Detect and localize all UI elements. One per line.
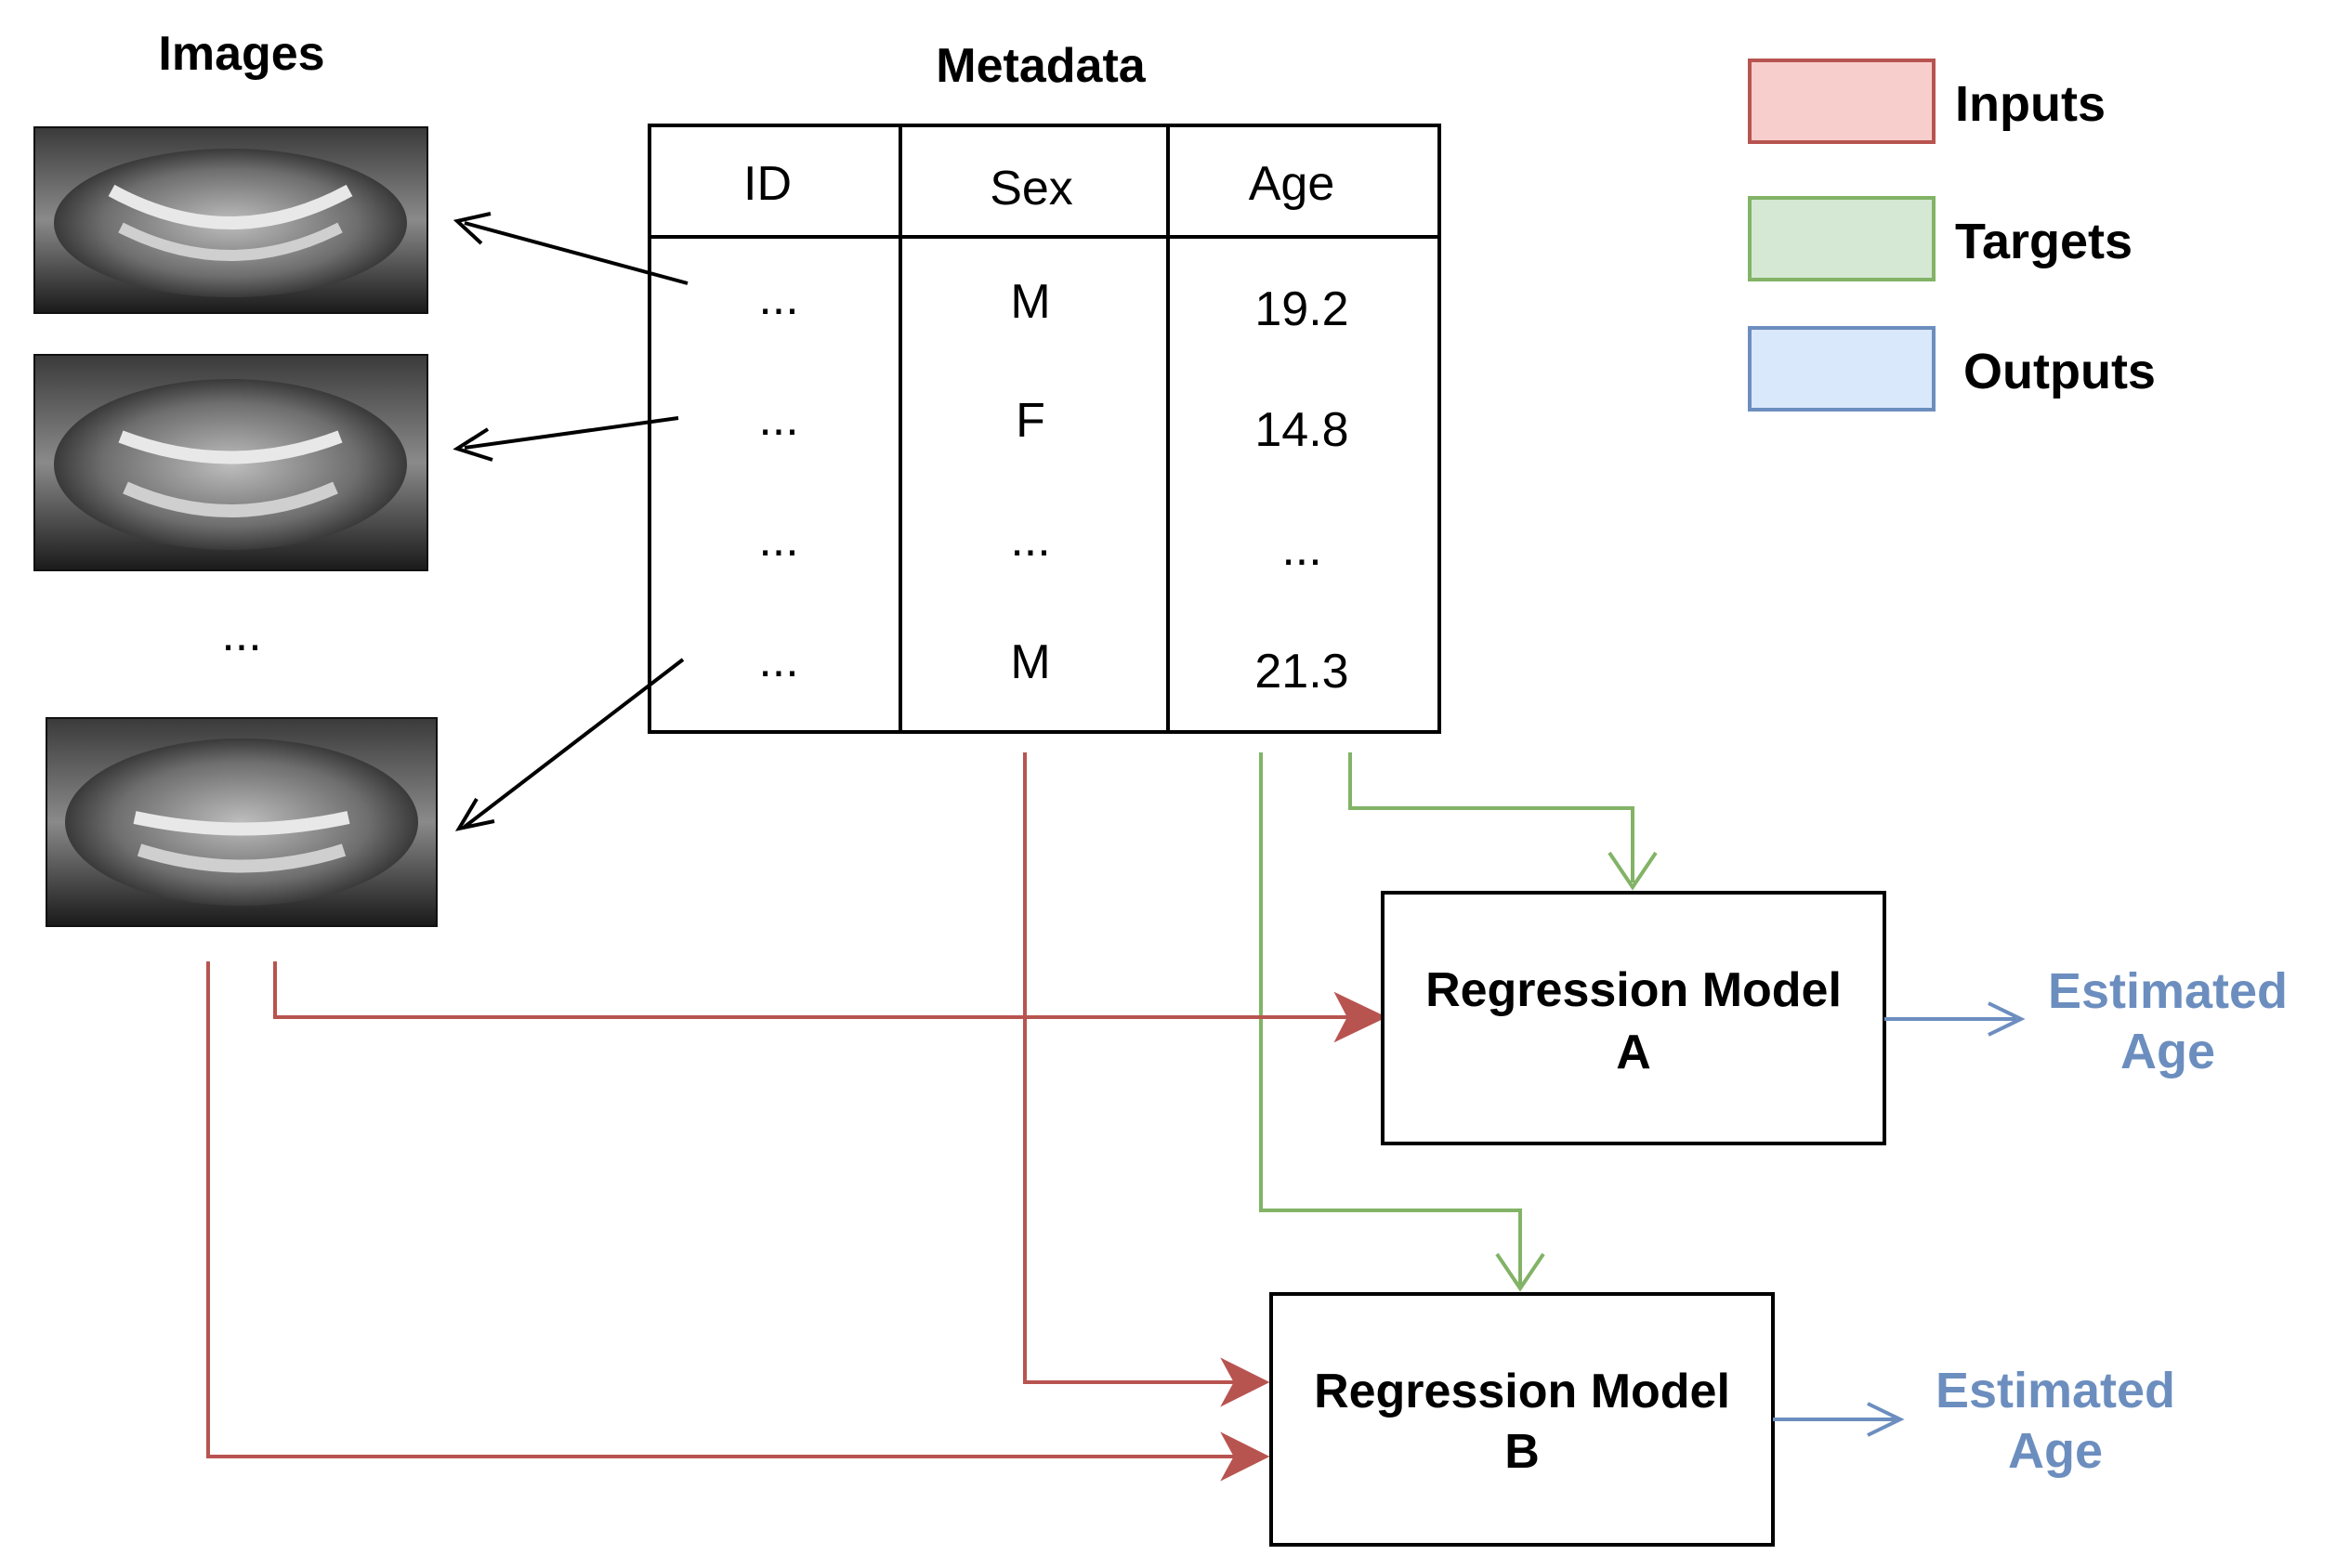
table-cell: ... — [1281, 522, 1321, 576]
legend-swatch-inputs — [1748, 59, 1936, 144]
regression-model-a-title: Regression Model — [1425, 963, 1842, 1017]
output-b-line1: Estimated — [1936, 1363, 2175, 1418]
metadata-table — [648, 124, 1441, 734]
regression-model-b-letter: B — [1504, 1425, 1540, 1479]
xray-image-3 — [46, 717, 438, 927]
target-connectors — [1259, 752, 1658, 1292]
table-cell: ... — [758, 392, 798, 446]
legend: Inputs Targets Outputs — [1748, 59, 2156, 412]
metadata-title: Metadata — [936, 39, 1146, 93]
table-cell: ... — [758, 513, 798, 567]
legend-swatch-outputs — [1748, 326, 1936, 412]
regression-model-a-box — [1381, 891, 1886, 1145]
legend-swatch-targets — [1748, 196, 1936, 281]
table-cell: ... — [758, 634, 798, 687]
xray-image-1 — [33, 126, 428, 314]
output-a-line1: Estimated — [2048, 963, 2288, 1019]
column-header-age: Age — [1249, 157, 1335, 211]
table-cell: 19.2 — [1254, 282, 1348, 336]
legend-label-inputs: Inputs — [1955, 76, 2106, 132]
id-to-image-arrows — [453, 212, 689, 831]
regression-model-a-letter: A — [1616, 1026, 1651, 1079]
regression-model-b-title: Regression Model — [1314, 1365, 1730, 1418]
images-ellipsis: ... — [221, 608, 261, 661]
table-cell: F — [1016, 394, 1045, 448]
table-cell: M — [1010, 275, 1050, 329]
regression-model-b-box — [1269, 1292, 1775, 1547]
table-cell: 14.8 — [1254, 403, 1348, 457]
legend-label-outputs: Outputs — [1963, 344, 2156, 399]
output-b-line2: Age — [2008, 1423, 2103, 1479]
xray-image-2 — [33, 354, 428, 571]
column-header-id: ID — [743, 157, 792, 211]
table-cell: ... — [1010, 513, 1050, 567]
legend-label-targets: Targets — [1955, 214, 2133, 269]
images-title: Images — [158, 27, 324, 81]
output-a-line2: Age — [2120, 1024, 2215, 1079]
table-cell: 21.3 — [1254, 645, 1348, 699]
column-header-sex: Sex — [990, 162, 1073, 216]
table-cell: M — [1010, 635, 1050, 689]
input-connectors — [206, 752, 1387, 1482]
table-cell: ... — [758, 271, 798, 325]
output-connectors — [1773, 1001, 2026, 1437]
